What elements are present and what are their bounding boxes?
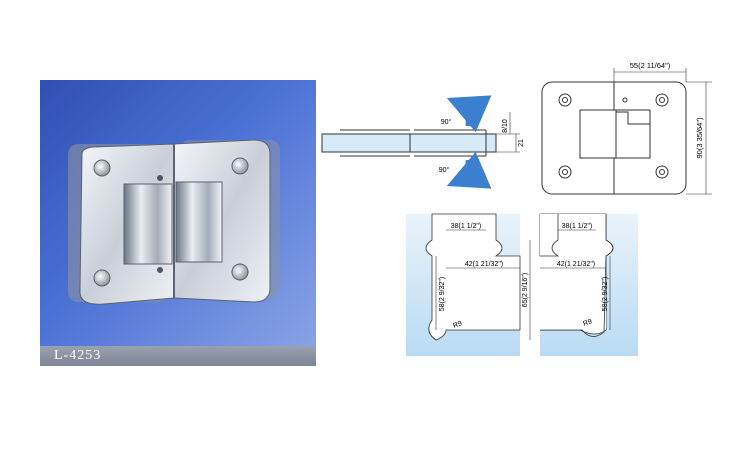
glass-thickness-label: 8/10 [502, 119, 509, 133]
cutout-left-radius: R9 [452, 320, 463, 330]
front-view-drawing: 55(2 11/64") 90(3 35/64") [541, 61, 712, 195]
rotate-up-arrow-icon [446, 95, 492, 133]
hinge-photo-illustration [68, 139, 280, 305]
screw-hole-icon [558, 93, 572, 107]
cutout-right-inner-height: 58(2 9/32") [602, 277, 609, 311]
offset-label: 21 [518, 139, 525, 147]
screw-hole-icon [655, 93, 669, 107]
angle-top-label: 90° [441, 118, 452, 126]
screw-hole-icon [655, 165, 669, 179]
angle-bottom-label: 90° [439, 166, 450, 174]
cutout-left-height: 58(2 9/32") [439, 277, 446, 311]
cutout-right-top-width: 38(1 1/2") [562, 223, 593, 230]
cutout-left-inner-width: 42(1 21/32") [465, 261, 503, 268]
product-photo: L-4253 [40, 80, 316, 366]
front-width-label: 55(2 11/64") [630, 61, 671, 70]
cutout-left-drawing: 38(1 1/2") 42(1 21/32") 58(2 9/32") R9 [406, 213, 521, 356]
cutout-right-drawing: 38(1 1/2") 42(1 21/32") 65(2 9/16") 58(2… [522, 213, 638, 356]
screw-hole-icon [558, 165, 572, 179]
glass-panel-right [409, 133, 497, 153]
cutout-right-radius: R9 [582, 318, 593, 328]
cutout-right-inner-width: 42(1 21/32") [557, 261, 595, 268]
side-view-drawing: 90° 90° 8/10 21 [321, 95, 525, 189]
cutout-left-shape [425, 213, 521, 341]
caption-bar [40, 346, 316, 366]
glass-panel-left [321, 133, 411, 153]
front-height-label: 90(3 35/64") [695, 117, 704, 159]
cutout-left-top-width: 38(1 1/2") [451, 223, 482, 230]
rotate-down-arrow-icon [446, 151, 492, 189]
model-code: L-4253 [54, 348, 102, 363]
cutout-right-outer-height: 65(2 9/16") [522, 273, 529, 307]
